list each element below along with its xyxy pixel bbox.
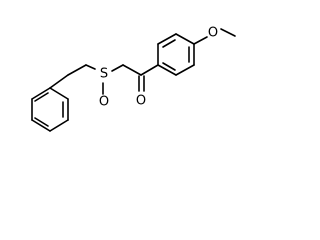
chemical-structure: S O O O bbox=[31, 26, 236, 132]
carbonyl-oxygen-label: O bbox=[136, 94, 146, 109]
phenyl-ring bbox=[31, 87, 69, 132]
methoxyphenyl-ring bbox=[157, 33, 195, 76]
carbonyl-group: O bbox=[122, 64, 159, 109]
sulfoxide-group: S O bbox=[85, 64, 124, 110]
sulfur-atom-label: S bbox=[100, 67, 108, 82]
methoxy-group: O bbox=[193, 26, 236, 45]
ethyl-chain bbox=[49, 64, 87, 89]
sulfoxide-oxygen-label: O bbox=[99, 95, 109, 110]
methoxy-oxygen-label: O bbox=[208, 26, 218, 41]
